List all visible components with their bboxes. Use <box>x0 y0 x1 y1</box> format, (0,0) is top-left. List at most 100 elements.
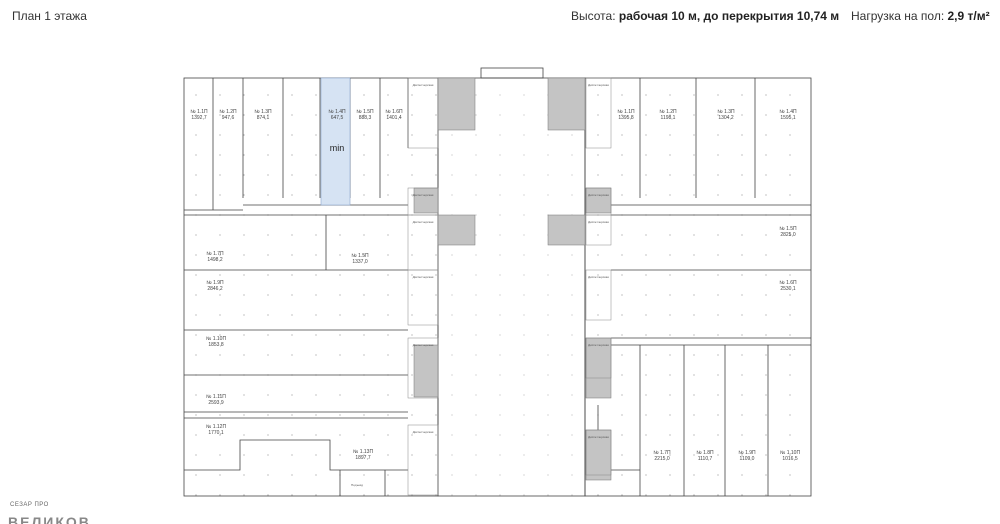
column <box>267 294 269 296</box>
unit-area: 2530,1 <box>780 286 796 292</box>
column <box>717 394 719 396</box>
column <box>243 154 245 156</box>
unit-number[interactable]: № 1.1П <box>617 109 635 115</box>
column <box>645 134 647 136</box>
column <box>435 474 437 476</box>
column <box>451 334 453 336</box>
column <box>789 114 791 116</box>
column <box>741 314 743 316</box>
column <box>765 414 767 416</box>
column <box>789 294 791 296</box>
column <box>547 334 549 336</box>
column <box>475 374 477 376</box>
column <box>291 134 293 136</box>
unit-number[interactable]: № 1.6П <box>385 109 403 115</box>
column <box>315 194 317 196</box>
column <box>315 234 317 236</box>
unit-number[interactable]: № 1.11П <box>206 394 226 400</box>
column <box>411 414 413 416</box>
column <box>411 374 413 376</box>
service-room <box>585 77 612 149</box>
column <box>669 434 671 436</box>
column <box>315 294 317 296</box>
column <box>291 254 293 256</box>
column <box>547 474 549 476</box>
column <box>363 494 365 496</box>
column <box>741 194 743 196</box>
column <box>499 94 501 96</box>
unit-number[interactable]: № 1.7П <box>653 450 671 456</box>
unit-number[interactable]: № 1.7П <box>206 251 224 257</box>
column <box>363 414 365 416</box>
column <box>475 454 477 456</box>
column <box>267 194 269 196</box>
column <box>621 134 623 136</box>
service-room-label: Диспетчерская <box>588 83 609 87</box>
unit-number[interactable]: № 1.12П <box>206 424 226 430</box>
column <box>717 174 719 176</box>
entrance-label: Подъезд <box>351 483 363 487</box>
column <box>499 234 501 236</box>
unit-number[interactable]: № 1.2П <box>659 109 677 115</box>
column <box>499 114 501 116</box>
column <box>523 274 525 276</box>
column <box>475 474 477 476</box>
column <box>315 414 317 416</box>
column <box>499 314 501 316</box>
unit-number[interactable]: № 1.5П <box>356 109 374 115</box>
unit-number[interactable]: № 1.3П <box>717 109 735 115</box>
column <box>195 254 197 256</box>
column <box>765 194 767 196</box>
column <box>669 254 671 256</box>
column <box>435 134 437 136</box>
unit-area: 2215,0 <box>654 456 670 462</box>
column <box>267 434 269 436</box>
unit-number[interactable]: № 1.5П <box>351 253 369 259</box>
column <box>765 114 767 116</box>
unit-number[interactable]: № 1.10П <box>206 336 226 342</box>
unit-number[interactable]: № 1.9П <box>738 450 756 456</box>
column <box>645 414 647 416</box>
column <box>621 254 623 256</box>
column <box>693 274 695 276</box>
unit-number[interactable]: № 1.4П <box>328 109 346 115</box>
column <box>571 254 573 256</box>
service-block <box>585 337 612 399</box>
column <box>645 474 647 476</box>
unit-number[interactable]: № 1.4П <box>779 109 797 115</box>
column <box>717 154 719 156</box>
unit-number[interactable]: № 1.6П <box>779 280 797 286</box>
column <box>717 414 719 416</box>
column <box>339 274 341 276</box>
unit-number[interactable]: № 1.10П <box>780 450 800 456</box>
unit-number[interactable]: № 1.1П <box>190 109 208 115</box>
column <box>411 154 413 156</box>
column <box>523 314 525 316</box>
column <box>597 174 599 176</box>
column <box>267 154 269 156</box>
column <box>219 394 221 396</box>
unit-highlight[interactable] <box>320 77 351 206</box>
column <box>451 354 453 356</box>
column <box>411 134 413 136</box>
service-block <box>413 344 439 398</box>
column <box>621 374 623 376</box>
service-block <box>437 77 476 131</box>
unit-number[interactable]: № 1.8П <box>696 450 714 456</box>
column <box>315 114 317 116</box>
unit-number[interactable]: № 1.13П <box>353 449 373 455</box>
column <box>475 274 477 276</box>
column <box>195 274 197 276</box>
column <box>315 254 317 256</box>
unit-number[interactable]: № 1.2П <box>219 109 237 115</box>
column <box>243 94 245 96</box>
service-block <box>547 77 586 131</box>
column <box>571 494 573 496</box>
unit-number[interactable]: № 1.3П <box>254 109 272 115</box>
unit-number[interactable]: № 1.5П <box>779 226 797 232</box>
unit-number[interactable]: № 1.9П <box>206 280 224 286</box>
column <box>219 474 221 476</box>
column <box>435 234 437 236</box>
service-block <box>437 214 476 246</box>
unit-area: 2825,0 <box>780 232 796 238</box>
